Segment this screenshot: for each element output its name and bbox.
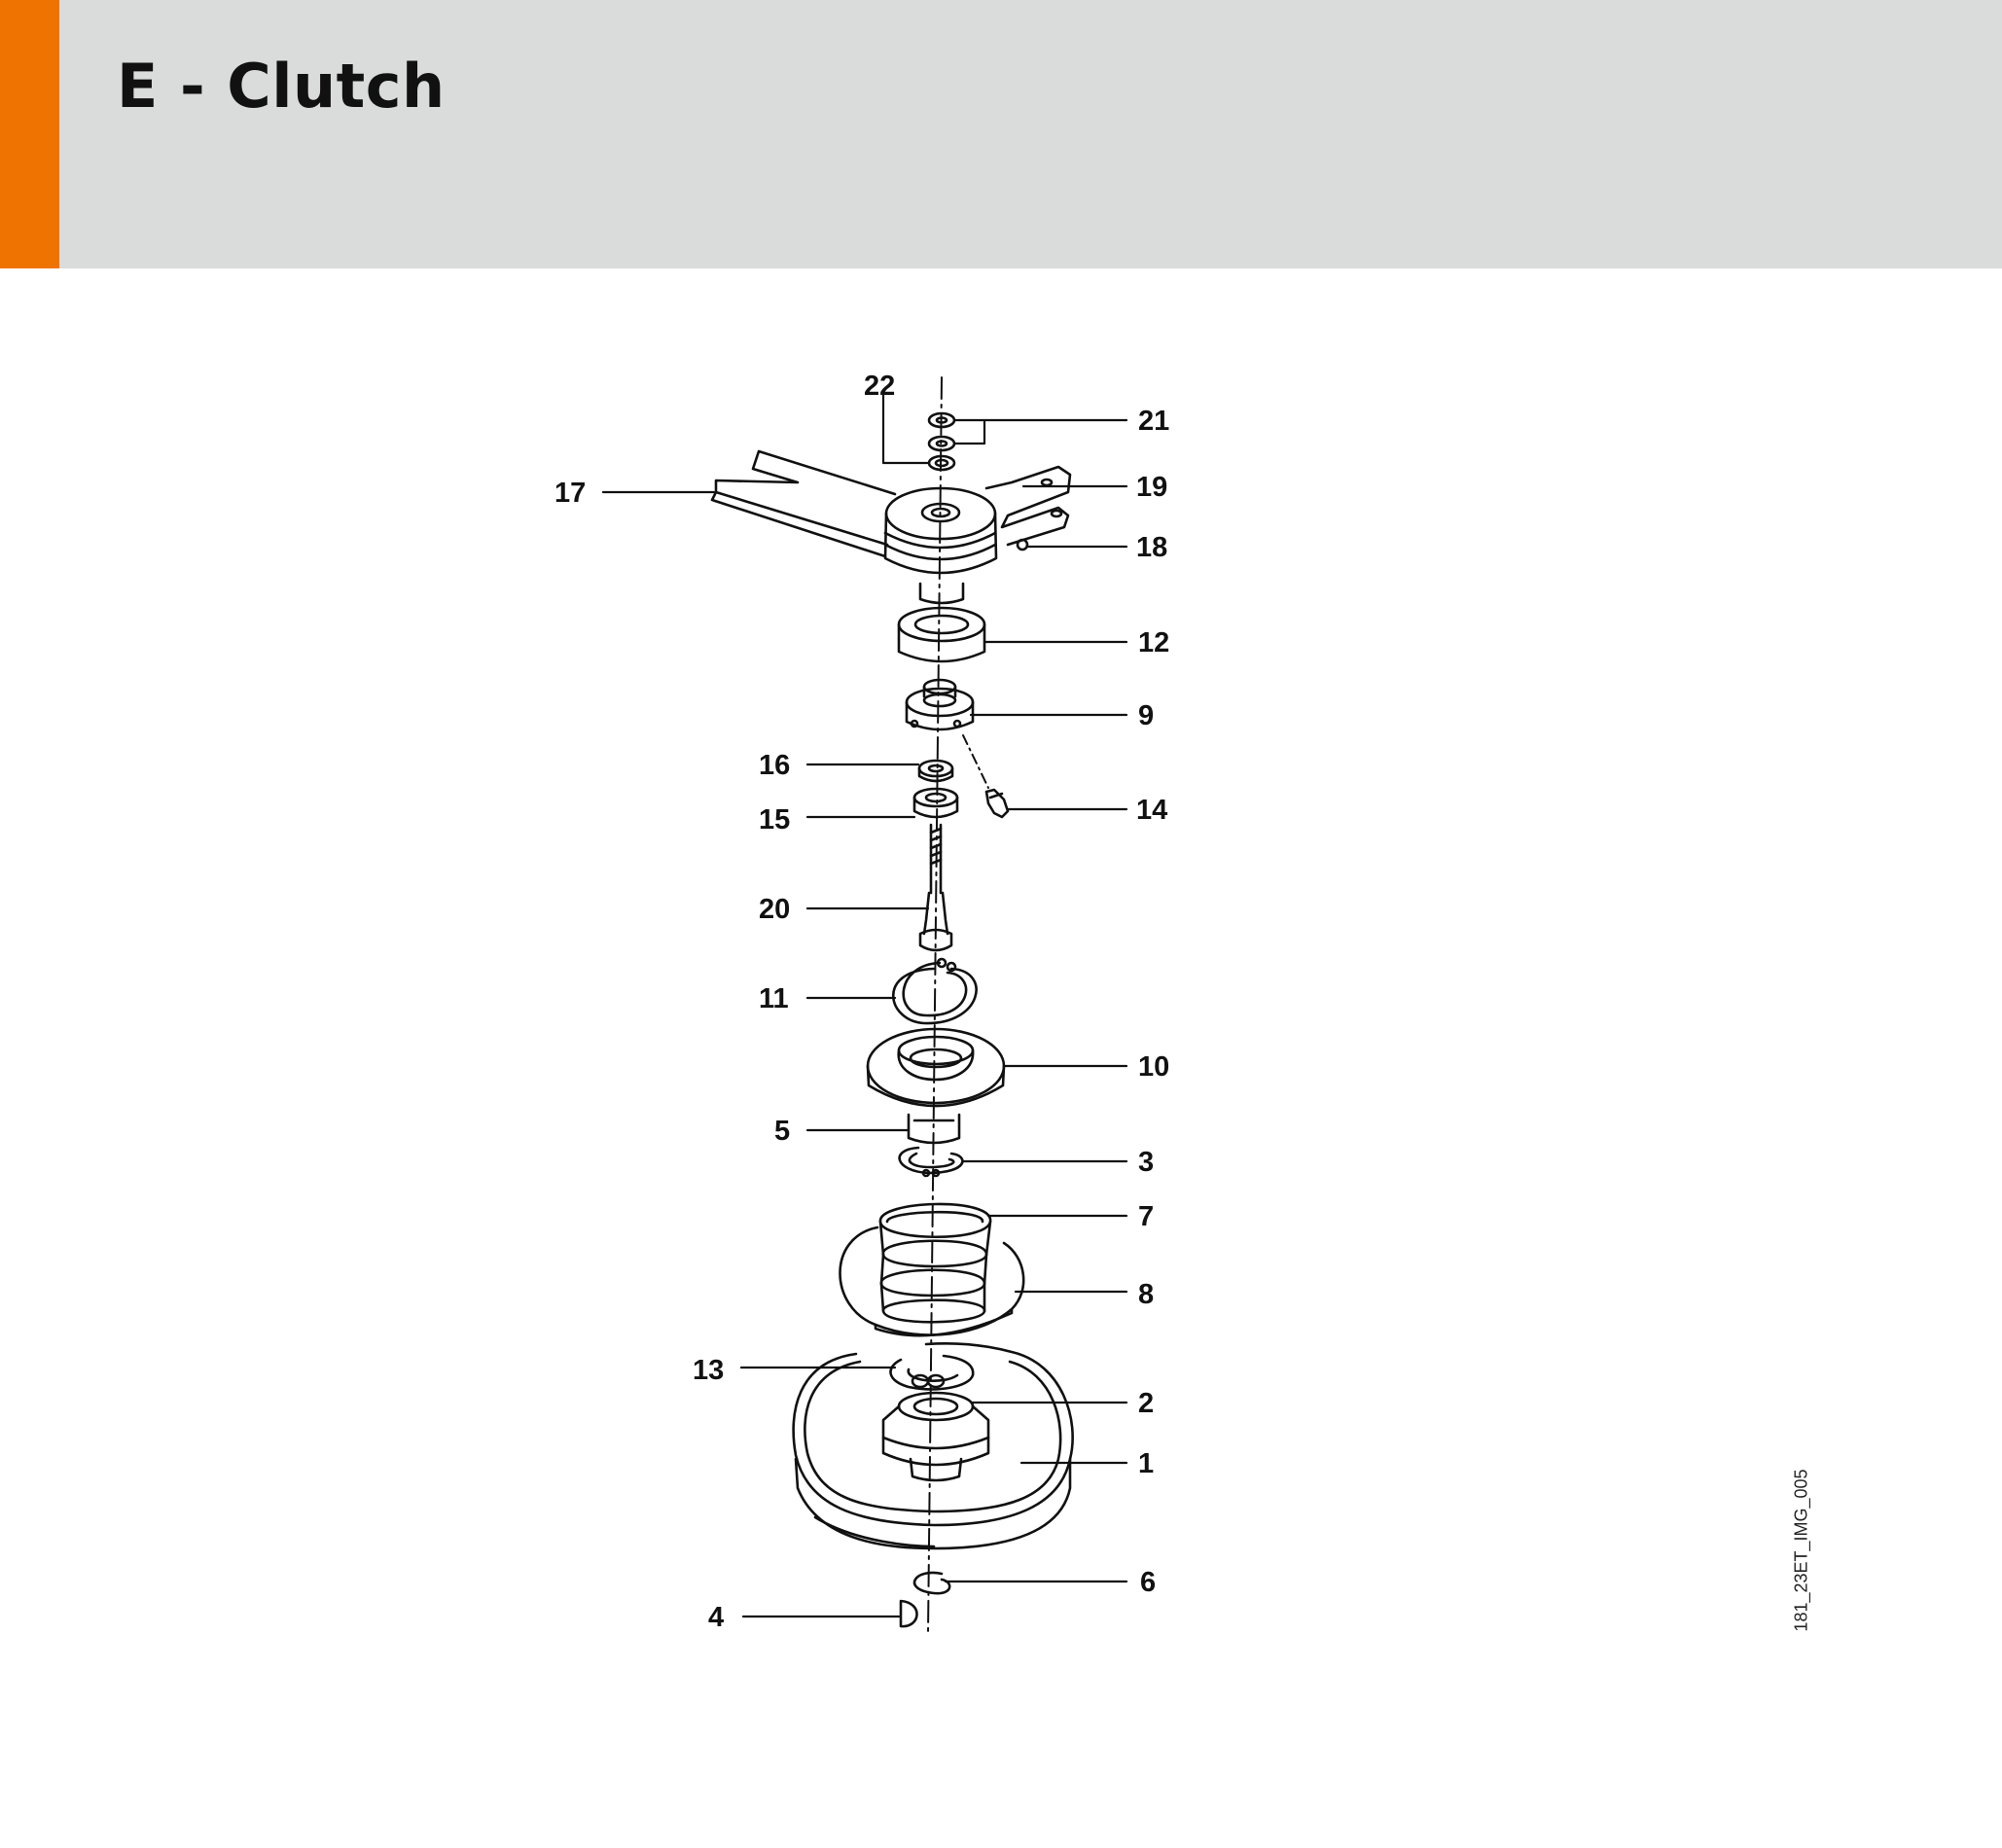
part-11-circlip bbox=[892, 957, 978, 1025]
part-18-pin bbox=[1016, 538, 1029, 551]
callout-18: 18 bbox=[1136, 532, 1167, 563]
callout-1: 1 bbox=[1138, 1448, 1154, 1479]
part-10-plate bbox=[866, 1027, 1006, 1108]
callout-13: 13 bbox=[693, 1355, 724, 1386]
accent-bar bbox=[0, 0, 59, 268]
callout-21: 21 bbox=[1138, 406, 1169, 437]
part-4-key bbox=[899, 1599, 918, 1628]
part-21-washers bbox=[927, 411, 956, 452]
part-19-bracket bbox=[984, 465, 1072, 547]
callout-labels: 1 2 3 4 5 6 7 8 9 10 11 12 13 14 15 16 1… bbox=[554, 371, 1169, 1633]
callout-14: 14 bbox=[1136, 795, 1167, 826]
callout-9: 9 bbox=[1138, 700, 1154, 731]
callout-12: 12 bbox=[1138, 627, 1169, 658]
part-7-spring bbox=[878, 1202, 992, 1324]
part-12-bearing bbox=[897, 606, 986, 663]
callout-19: 19 bbox=[1136, 472, 1167, 503]
callout-4: 4 bbox=[708, 1602, 724, 1633]
callout-22: 22 bbox=[864, 371, 895, 402]
callout-17: 17 bbox=[554, 478, 586, 509]
part-2-bushing bbox=[881, 1391, 990, 1482]
page-header bbox=[0, 0, 2002, 268]
callout-3: 3 bbox=[1138, 1147, 1154, 1178]
callout-6: 6 bbox=[1140, 1567, 1156, 1598]
part-15-washer bbox=[912, 787, 959, 819]
callout-2: 2 bbox=[1138, 1388, 1154, 1419]
part-pulley-hub bbox=[883, 486, 998, 605]
callout-15: 15 bbox=[759, 804, 790, 835]
part-17-lever bbox=[710, 449, 897, 558]
part-14-screw bbox=[962, 734, 1010, 819]
part-16-nut bbox=[917, 759, 954, 783]
center-axis bbox=[927, 376, 943, 1635]
part-3-snapring bbox=[898, 1146, 964, 1178]
part-1-drum bbox=[792, 1341, 1074, 1550]
part-5-spindle bbox=[907, 1113, 961, 1145]
callout-11: 11 bbox=[759, 983, 789, 1014]
callout-20: 20 bbox=[759, 894, 790, 925]
callout-7: 7 bbox=[1138, 1201, 1154, 1232]
part-13-retainer bbox=[889, 1354, 975, 1391]
part-8-plate bbox=[839, 1226, 1025, 1337]
part-20-shaft bbox=[918, 823, 953, 952]
page-title: E - Clutch bbox=[117, 51, 446, 122]
part-9-collar bbox=[905, 678, 975, 731]
leader-lines bbox=[601, 391, 1128, 1618]
callout-16: 16 bbox=[759, 750, 790, 781]
image-code-text: 181_23ET_IMG_005 bbox=[1791, 1469, 1811, 1632]
part-6-clip bbox=[912, 1571, 951, 1595]
callout-5: 5 bbox=[774, 1116, 790, 1147]
callout-10: 10 bbox=[1138, 1051, 1169, 1083]
callout-8: 8 bbox=[1138, 1279, 1154, 1310]
